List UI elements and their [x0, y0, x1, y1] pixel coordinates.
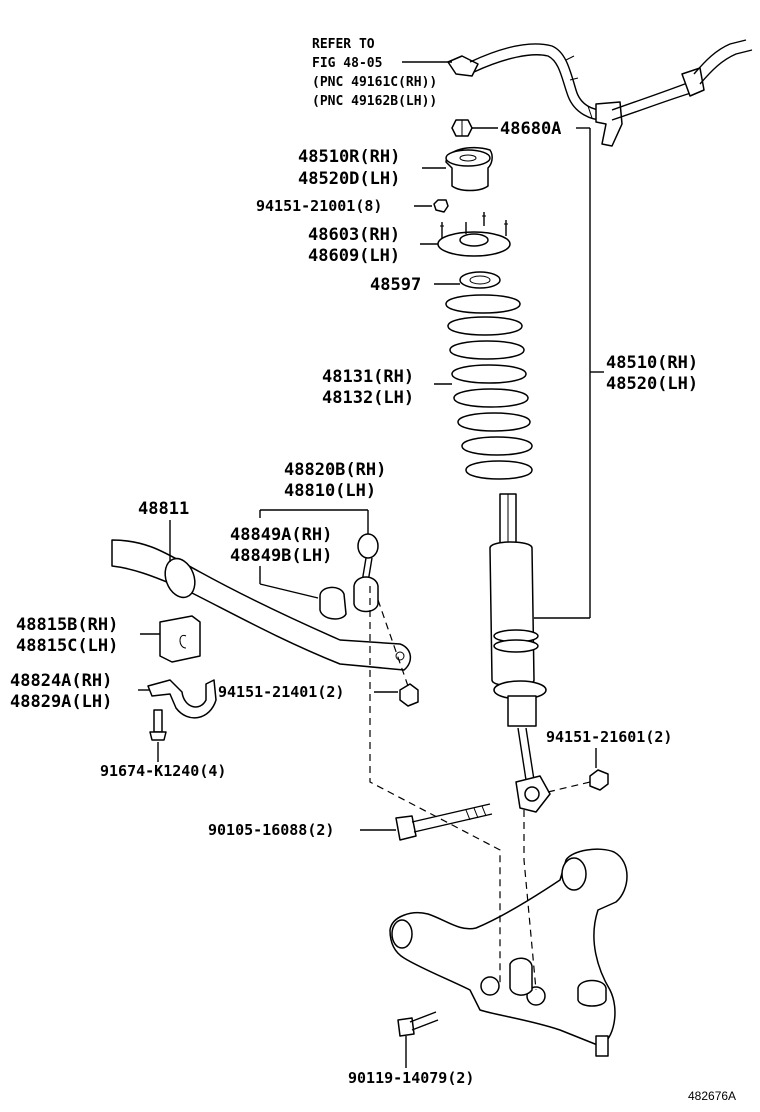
label-48820B: 48820B(RH) — [284, 460, 386, 480]
reference-line-1: REFER TO — [312, 37, 375, 52]
brake-hose-illustration — [447, 39, 753, 147]
bolt-90119-illustration — [397, 1011, 439, 1037]
stabilizer-bar-illustration — [111, 539, 412, 671]
label-48609: 48609(LH) — [308, 246, 400, 266]
label-94151-21401: 94151-21401(2) — [218, 683, 344, 701]
label-94151-21001: 94151-21001(8) — [256, 197, 382, 215]
leader-lines — [138, 61, 604, 1068]
label-48824A: 48824A(RH) — [10, 671, 112, 691]
label-48810: 48810(LH) — [284, 481, 376, 501]
assembly-dashed-lines — [369, 586, 591, 991]
label-48520D: 48520D(LH) — [298, 169, 400, 189]
label-48510R: 48510R(RH) — [298, 147, 400, 167]
label-48815C: 48815C(LH) — [16, 636, 118, 656]
label-90119-14079: 90119-14079(2) — [348, 1069, 474, 1087]
label-48815B: 48815B(RH) — [16, 615, 118, 635]
reference-line-4: (PNC 49162B(LH)) — [312, 94, 437, 109]
label-48132: 48132(LH) — [322, 388, 414, 408]
label-94151-21601: 94151-21601(2) — [546, 728, 672, 746]
nut-48680A-illustration — [451, 119, 473, 137]
lower-arm-illustration — [389, 848, 628, 1057]
illustration-code: 482676A — [688, 1089, 736, 1103]
stabilizer-bushing-illustration — [159, 615, 201, 663]
bolt-90105-illustration — [395, 803, 493, 841]
label-48603: 48603(RH) — [308, 225, 400, 245]
part-labels: REFER TO FIG 48-05 (PNC 49161C(RH)) (PNC… — [10, 37, 736, 1103]
reference-line-3: (PNC 49161C(RH)) — [312, 75, 437, 90]
label-91674-K1240: 91674-K1240(4) — [100, 762, 226, 780]
reference-line-2: FIG 48-05 — [312, 56, 382, 71]
label-48811: 48811 — [138, 499, 189, 519]
label-48597: 48597 — [370, 275, 421, 295]
nut-94151-21001-illustration — [433, 199, 449, 213]
shock-absorber-illustration — [489, 493, 551, 813]
upper-support-illustration — [445, 146, 493, 192]
label-48131: 48131(RH) — [322, 367, 414, 387]
stabilizer-bracket-illustration — [147, 679, 217, 719]
bolt-91674-illustration — [149, 709, 167, 741]
nut-94151-21401-illustration — [399, 683, 419, 707]
coil-spring-illustration — [445, 294, 533, 480]
label-48829A: 48829A(LH) — [10, 692, 112, 712]
label-48520: 48520(LH) — [606, 374, 698, 394]
strut-mount-illustration — [437, 212, 511, 257]
spring-insulator-illustration — [459, 271, 501, 289]
label-90105-16088: 90105-16088(2) — [208, 821, 334, 839]
label-48680A: 48680A — [500, 119, 561, 139]
label-48849A: 48849A(RH) — [230, 525, 332, 545]
label-48849B: 48849B(LH) — [230, 546, 332, 566]
label-48510: 48510(RH) — [606, 353, 698, 373]
nut-94151-21601-illustration — [589, 769, 609, 791]
stabilizer-link-illustration — [319, 533, 379, 620]
